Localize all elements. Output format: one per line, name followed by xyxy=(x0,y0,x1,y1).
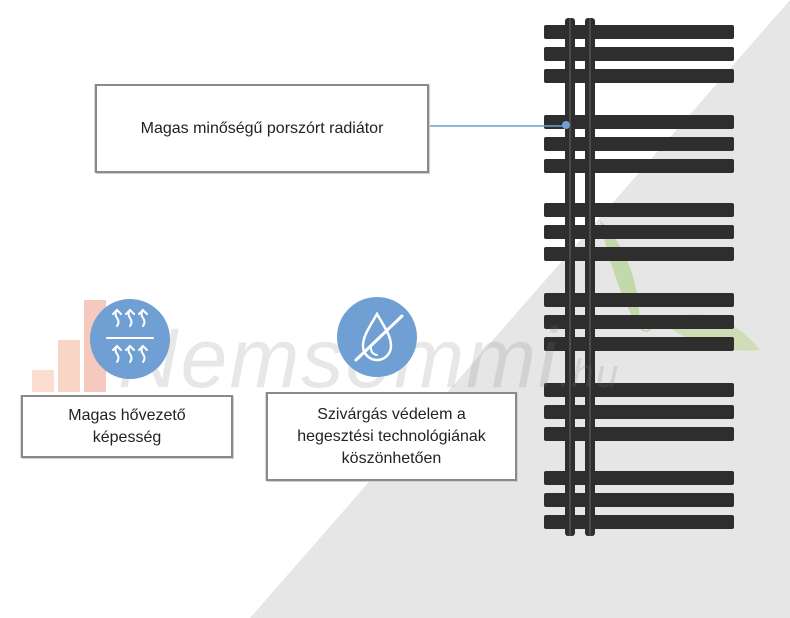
callout-leak-line3: köszönhetően xyxy=(341,449,442,467)
radiator-bar xyxy=(544,247,734,261)
radiator-bar xyxy=(544,47,734,61)
callout-leak-line1: Szivárgás védelem a xyxy=(317,405,466,423)
radiator-bar xyxy=(544,69,734,83)
radiator-bar xyxy=(544,405,734,419)
radiator-bar xyxy=(544,493,734,507)
radiator-bar xyxy=(544,159,734,173)
nemsemmi-watermark: Nemsemmi.hu xyxy=(118,310,620,407)
radiator-bar xyxy=(544,515,734,529)
callout-powder-coated: Magas minőségű porszórt radiátor xyxy=(95,84,429,173)
callout-leak-protection: Szivárgás védelem a hegesztési technológ… xyxy=(266,392,517,481)
radiator-bar xyxy=(544,137,734,151)
watermark-suffix: .hu xyxy=(558,352,621,396)
callout-heat-line1: Magas hővezető xyxy=(68,406,186,424)
radiator-pipe-highlight xyxy=(589,18,591,536)
radiator-bar xyxy=(544,115,734,129)
radiator-bar xyxy=(544,293,734,307)
towel-radiator-icon xyxy=(544,18,734,536)
radiator-pipe-highlight xyxy=(569,18,571,536)
callout-heat-line2: képesség xyxy=(92,428,162,446)
radiator-bar xyxy=(544,471,734,485)
radiator-bar xyxy=(544,315,734,329)
radiator-bar xyxy=(544,225,734,239)
callout-leak-line2: hegesztési technológiának xyxy=(297,427,486,445)
radiator-bar xyxy=(544,337,734,351)
radiator-bar xyxy=(544,25,734,39)
callout-quality-text: Magas minőségű porszórt radiátor xyxy=(140,119,384,137)
radiator-bar xyxy=(544,203,734,217)
watermark-text: Nemsemmi xyxy=(118,311,559,405)
radiator-bar xyxy=(544,383,734,397)
radiator-bar xyxy=(544,427,734,441)
callout-anchor-dot xyxy=(562,121,570,129)
heat-conduction-icon xyxy=(90,299,170,379)
no-leak-droplet-icon xyxy=(337,297,417,377)
callout-heat-conduction: Magas hővezető képesség xyxy=(21,395,233,458)
